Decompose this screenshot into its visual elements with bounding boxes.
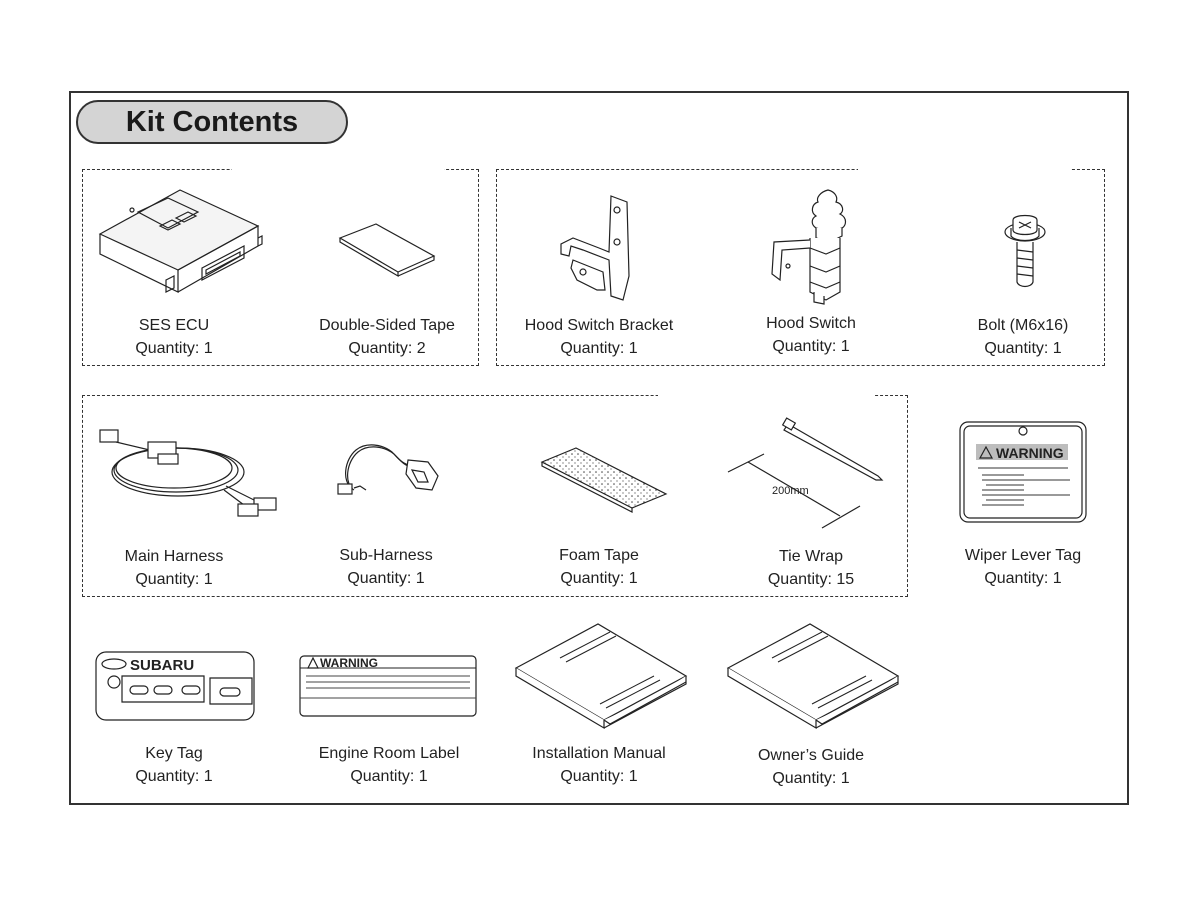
item-quantity: Quantity: 1 xyxy=(347,570,425,587)
item-key-tag: Key Tag Quantity: 1 xyxy=(104,742,244,788)
hood-switch-image xyxy=(770,188,860,311)
item-quantity: Quantity: 1 xyxy=(135,340,213,357)
wiper-lever-tag-image: WARNING xyxy=(958,420,1088,529)
bolt-image xyxy=(1003,212,1049,293)
page-title: Kit Contents xyxy=(76,100,348,144)
item-name: SES ECU xyxy=(138,317,210,334)
foam-tape-image xyxy=(540,446,670,515)
main-harness-image xyxy=(98,416,278,523)
item-name: Wiper Lever Tag xyxy=(964,547,1082,564)
item-bolt: Bolt (M6x16) Quantity: 1 xyxy=(953,314,1093,360)
double-sided-tape-image xyxy=(338,222,438,279)
tie-wrap-dimension: 200mm xyxy=(772,485,809,497)
item-quantity: Quantity: 1 xyxy=(560,340,638,357)
item-quantity: Quantity: 15 xyxy=(767,571,855,588)
item-name: Hood Switch xyxy=(766,315,856,332)
item-double-sided-tape: Double-Sided Tape Quantity: 2 xyxy=(302,314,472,360)
ses-ecu-image xyxy=(98,188,263,308)
sub-harness-image xyxy=(336,440,442,507)
item-owners-guide: Owner’s Guide Quantity: 1 xyxy=(736,744,886,790)
item-main-harness: Main Harness Quantity: 1 xyxy=(104,545,244,591)
item-quantity: Quantity: 1 xyxy=(984,570,1062,587)
item-tie-wrap: Tie Wrap Quantity: 15 xyxy=(741,545,881,591)
item-name: Owner’s Guide xyxy=(757,747,865,764)
item-name: Installation Manual xyxy=(532,745,666,762)
item-name: Foam Tape xyxy=(559,547,639,564)
group-hood-switch xyxy=(496,169,1105,366)
item-name: Engine Room Label xyxy=(318,745,460,762)
item-hood-switch: Hood Switch Quantity: 1 xyxy=(741,312,881,358)
item-quantity: Quantity: 1 xyxy=(772,770,850,787)
item-foam-tape: Foam Tape Quantity: 1 xyxy=(529,544,669,590)
item-quantity: Quantity: 1 xyxy=(560,570,638,587)
item-name: Bolt (M6x16) xyxy=(977,317,1069,334)
item-ses-ecu: SES ECU Quantity: 1 xyxy=(104,314,244,360)
key-tag-image: SUBARU xyxy=(94,650,256,727)
wiper-tag-warning: WARNING xyxy=(996,445,1064,461)
item-sub-harness: Sub-Harness Quantity: 1 xyxy=(316,544,456,590)
item-quantity: Quantity: 1 xyxy=(135,768,213,785)
item-hood-switch-bracket: Hood Switch Bracket Quantity: 1 xyxy=(514,314,684,360)
installation-manual-image xyxy=(514,622,690,735)
item-wiper-lever-tag: Wiper Lever Tag Quantity: 1 xyxy=(948,544,1098,590)
item-quantity: Quantity: 1 xyxy=(772,338,850,355)
item-quantity: Quantity: 2 xyxy=(348,340,426,357)
item-name: Key Tag xyxy=(145,745,203,762)
kit-contents-frame xyxy=(69,91,1129,805)
engine-label-warning: WARNING xyxy=(320,656,378,670)
item-name: Tie Wrap xyxy=(778,548,843,565)
item-name: Hood Switch Bracket xyxy=(524,317,674,334)
item-quantity: Quantity: 1 xyxy=(350,768,428,785)
owners-guide-image xyxy=(726,622,902,735)
item-name: Main Harness xyxy=(124,548,224,565)
item-quantity: Quantity: 1 xyxy=(560,768,638,785)
item-name: Double-Sided Tape xyxy=(319,317,455,334)
item-engine-room-label: Engine Room Label Quantity: 1 xyxy=(304,742,474,788)
item-quantity: Quantity: 1 xyxy=(984,340,1062,357)
item-installation-manual: Installation Manual Quantity: 1 xyxy=(514,742,684,788)
group-harness-tapes xyxy=(82,395,908,597)
engine-room-label-image: WARNING xyxy=(298,654,478,723)
item-name: Sub-Harness xyxy=(339,547,433,564)
key-tag-brand: SUBARU xyxy=(130,657,194,674)
hood-switch-bracket-image xyxy=(553,194,643,311)
tie-wrap-image: 200mm xyxy=(726,417,886,535)
item-quantity: Quantity: 1 xyxy=(135,571,213,588)
